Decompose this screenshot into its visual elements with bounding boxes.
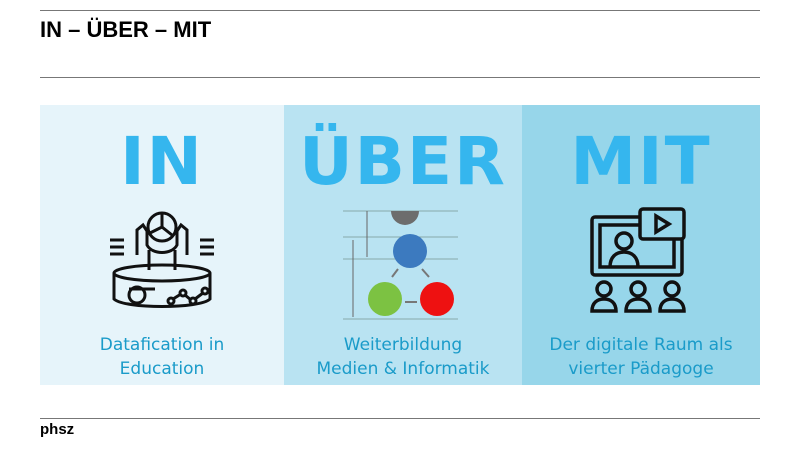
caption-line: Medien & Informatik <box>316 359 490 379</box>
panel-mit: MIT Der digitale Raum als vierter Pädagog… <box>522 105 760 385</box>
caption-line: Weiterbildung <box>343 335 463 355</box>
caption-line: Datafication in <box>99 335 225 355</box>
panel-caption: Datafication in Education <box>40 333 284 381</box>
footer-logo: phsz <box>40 421 75 438</box>
panel-heading: ÜBER <box>299 123 507 200</box>
slide-title: IN – ÜBER – MIT <box>40 17 212 42</box>
top-rule <box>40 10 760 11</box>
panel-caption: Der digitale Raum als vierter Pädagoge <box>522 333 760 381</box>
title-rule <box>40 77 760 78</box>
footer-rule <box>40 418 760 419</box>
panel-in: IN Datafication in Education <box>40 105 284 385</box>
person-data-icon <box>110 211 214 308</box>
video-conference-icon <box>590 207 686 313</box>
caption-line: Der digitale Raum als <box>549 335 733 355</box>
competence-diagram <box>343 210 458 320</box>
caption-line: Education <box>119 359 205 379</box>
panel-heading: IN <box>120 123 204 200</box>
caption-line: vierter Pädagoge <box>568 359 714 379</box>
panel-heading: MIT <box>570 123 712 200</box>
